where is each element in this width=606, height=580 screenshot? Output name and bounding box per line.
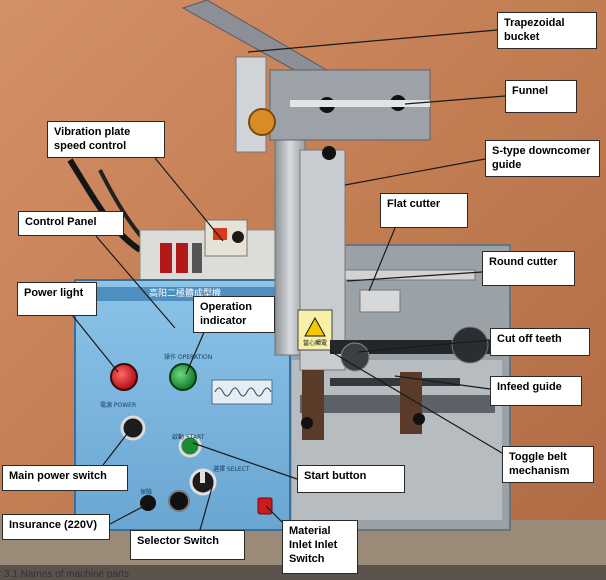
callout-vibration-plate: Vibration plate speed control — [47, 121, 165, 158]
panel-power-label: 電源 POWER — [100, 402, 137, 409]
fuse-knob — [168, 490, 190, 512]
callout-start-button: Start button — [297, 465, 405, 493]
callout-flat-cutter: Flat cutter — [380, 193, 468, 228]
s-guide-knob — [322, 146, 336, 160]
wave-trace — [214, 387, 272, 397]
power-light-lamp — [110, 363, 138, 391]
panel-header: 高阳二極體成型機 — [148, 289, 221, 299]
callout-main-power-switch: Main power switch — [2, 465, 128, 491]
funnel-upper — [235, 56, 267, 153]
callout-insurance: Insurance (220V) — [2, 514, 110, 540]
warning-triangle — [304, 316, 326, 337]
callout-power-light: Power light — [17, 282, 97, 316]
infeed-guide-bar — [330, 378, 460, 386]
callout-round-cutter: Round cutter — [482, 251, 575, 286]
main-power-switch-knob — [120, 415, 146, 441]
round-cutter-shaft — [344, 269, 476, 281]
base-knob-left — [301, 417, 313, 429]
wave-display — [211, 379, 273, 405]
warning-sticker-text: 當心觸電 — [302, 340, 327, 347]
motor-coil — [248, 108, 276, 136]
callout-funnel: Funnel — [505, 80, 577, 113]
material-inlet-switch-body — [257, 497, 273, 515]
base-slot — [300, 395, 495, 413]
operation-light-lamp — [169, 363, 197, 391]
panel-start-label: 啟動 START — [172, 434, 205, 441]
callout-control-panel: Control Panel — [18, 211, 124, 236]
callout-selector-switch: Selector Switch — [130, 530, 245, 560]
callout-operation-indicator: Operation indicator — [193, 296, 275, 333]
footer-caption: 3.1 Names of machine parts — [4, 569, 130, 580]
callout-material-inlet: Material Inlet Inlet Switch — [282, 520, 358, 574]
belt-strap-left — [302, 370, 324, 440]
vibration-knob — [232, 231, 244, 243]
callout-s-type-guide: S-type downcomer guide — [485, 140, 600, 177]
callout-cut-off-teeth: Cut off teeth — [490, 328, 590, 356]
base-knob-right — [413, 413, 425, 425]
roller-left — [340, 342, 370, 372]
fuse-holder — [140, 495, 156, 511]
callout-infeed-guide: Infeed guide — [490, 376, 582, 406]
funnel-bar — [290, 100, 430, 107]
roller-right — [451, 326, 489, 364]
callout-toggle-belt: Toggle belt mechanism — [502, 446, 594, 483]
socket-left — [160, 243, 172, 273]
panel-selector-label: 選擇 SELECT — [213, 466, 250, 473]
panel-fuse-label: 保險 — [140, 489, 153, 496]
panel-operation-label: 操作 OPERATION — [164, 354, 213, 361]
callout-trapezoidal-bucket: Trapezoidal bucket — [497, 12, 597, 49]
selector-pointer — [200, 471, 205, 483]
socket-mid — [176, 243, 188, 273]
socket-right — [192, 243, 202, 273]
vibration-knob-body — [213, 228, 227, 240]
flat-cutter-block — [359, 289, 401, 313]
